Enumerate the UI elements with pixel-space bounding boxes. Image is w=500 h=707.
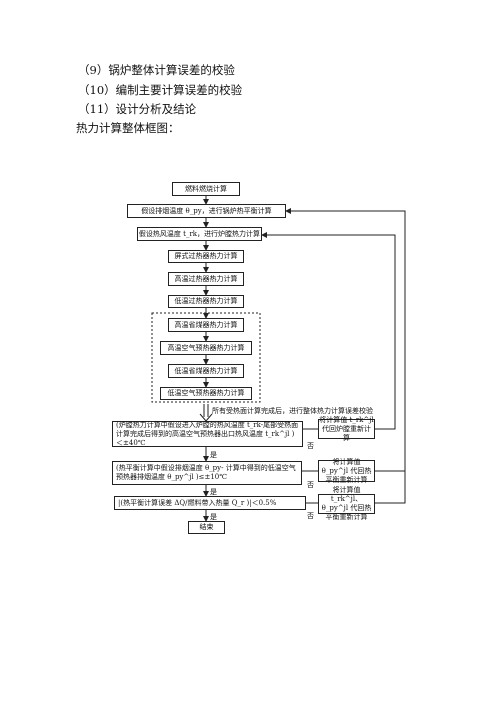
text-line-9: （9）锅炉整体计算误差的校验 — [78, 63, 235, 77]
flow-box-low-superheater: 低温过热器热力计算 — [168, 295, 244, 308]
yes-label-3: 是 — [210, 513, 217, 521]
flow-box-end: 结束 — [188, 521, 225, 534]
flow-retry-heat-balance: 将计算值 θ_py^jl 代回热平衡重新计算 — [318, 458, 375, 484]
yes-label-1: 是 — [210, 451, 217, 459]
flow-box-hot-superheater: 高温过热器热力计算 — [168, 272, 244, 286]
flow-retry-furnace: 将计算值 t_rk^jl 代回炉膛重新计算 — [318, 415, 375, 442]
flow-check-flue-temp: (热平衡计算中假设排烟温度 θ_py- 计算中得到的低温空气预热器排烟温度 θ_… — [112, 461, 302, 485]
flow-box-fuel-combustion: 燃料燃烧计算 — [172, 182, 240, 196]
flow-retry-both: 将计算值 t_rk^jl、θ_py^jl 代回热平衡重新计算 — [318, 486, 375, 521]
flow-check-heat-balance-error: |(热平衡计算误差 ΔQ/燃料带入热量 Q_r )|＜0.5% — [114, 496, 306, 510]
diagram-caption: 热力计算整体框图： — [76, 121, 180, 135]
flow-box-heat-balance: 假设排烟温度 θ_py，进行锅炉热平衡计算 — [127, 204, 286, 218]
flow-box-platen-superheater: 屏式过热器热力计算 — [168, 250, 244, 263]
flow-box-furnace: 假设热风温度 t_rk，进行炉膛热力计算 — [137, 227, 262, 241]
flow-note: 所有受热面计算完成后，进行整体热力计算误差校验 — [212, 407, 373, 415]
no-label-3: 否 — [307, 512, 314, 520]
flow-box-hot-air-preheater: 高温空气预热器热力计算 — [160, 341, 252, 355]
text-line-11: （11）设计分析及结论 — [78, 102, 197, 116]
flow-box-low-air-preheater: 低温空气预热器热力计算 — [160, 387, 252, 400]
flow-check-air-temp: (炉膛热力计算中假设进入炉膛的热风温度 t_rk-尾部受热面计算完成后得到的高温… — [112, 421, 303, 447]
no-label-2: 否 — [307, 481, 314, 489]
yes-label-2: 是 — [210, 488, 217, 496]
flow-box-hot-economizer: 高温省煤器热力计算 — [168, 318, 244, 332]
flow-box-low-economizer: 低温省煤器热力计算 — [168, 364, 244, 378]
no-label-1: 否 — [307, 442, 314, 450]
text-line-10: （10）编制主要计算误差的校验 — [78, 83, 243, 97]
